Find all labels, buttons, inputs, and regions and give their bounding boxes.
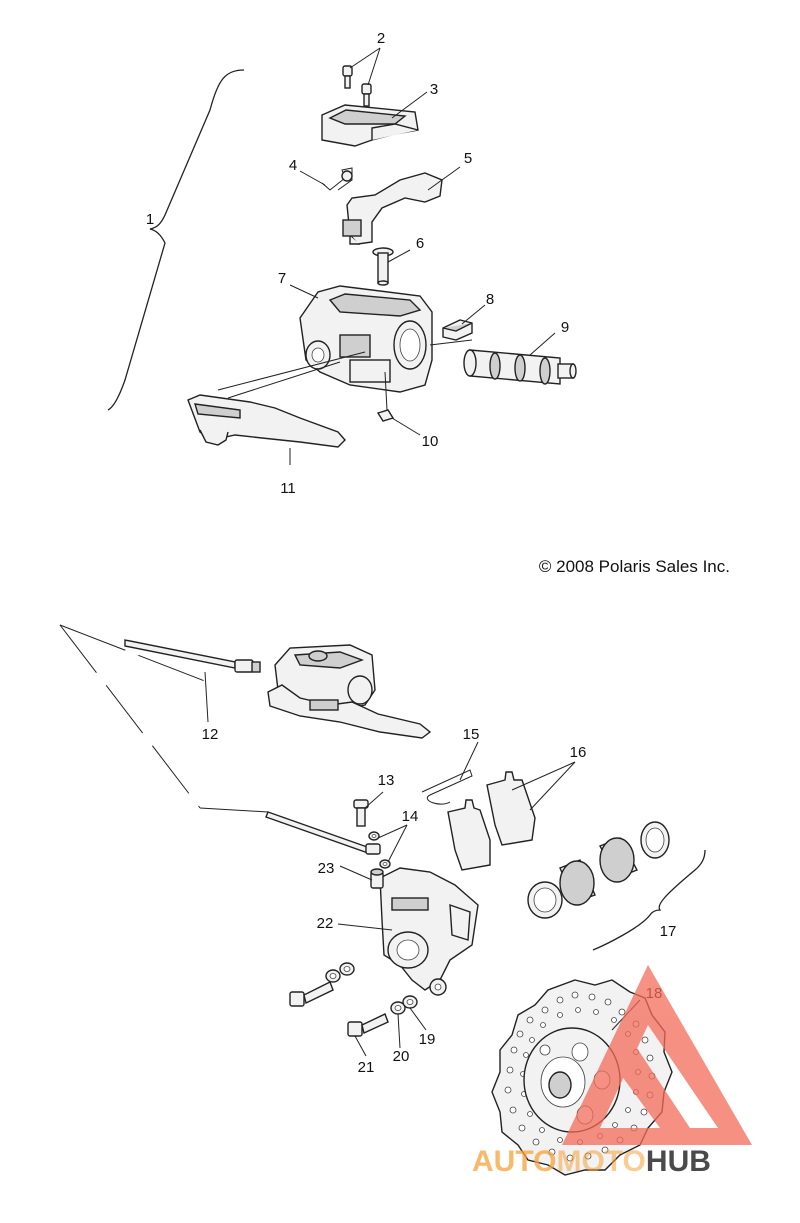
clip-part-10 [376, 409, 395, 422]
callout-8: 8 [486, 291, 494, 308]
lever-bracket-part-5 [342, 172, 443, 245]
master-cylinder-assembly [267, 644, 432, 739]
brake-pads-part-16 [447, 771, 536, 871]
caliper-pistons-part-17 [527, 821, 670, 919]
callout-22: 22 [317, 915, 334, 932]
brake-line-part-12 [124, 639, 261, 673]
callout-10: 10 [422, 433, 439, 450]
spring-part-4 [321, 167, 353, 191]
copyright-notice: © 2008 Polaris Sales Inc. [539, 557, 730, 576]
lower-leader-lines [204, 671, 641, 1057]
washer-part-19 [402, 995, 418, 1009]
callout-5: 5 [464, 150, 472, 167]
washers-part-14 [368, 831, 391, 869]
watermark-triangle-icon [562, 965, 752, 1145]
watermark-hub: HUB [646, 1145, 711, 1178]
callout-6: 6 [416, 235, 424, 252]
banjo-bolt-part-13 [353, 799, 369, 827]
callout-7: 7 [278, 270, 286, 287]
callout-4: 4 [289, 157, 297, 174]
brake-lever-part-11 [187, 394, 346, 448]
pad-spring-part-15 [421, 769, 473, 805]
watermark-logo [562, 965, 752, 1145]
callout-17: 17 [660, 923, 677, 940]
reservoir-cover-part-3 [321, 104, 419, 147]
watermark-auto: AUTO [472, 1145, 556, 1178]
callout-13: 13 [378, 772, 395, 789]
piston-part-9 [463, 349, 577, 385]
bleeder-part-23 [370, 868, 384, 889]
upper-leader-lines [217, 47, 556, 465]
callout-12: 12 [202, 726, 219, 743]
callout-19: 19 [419, 1031, 436, 1048]
washer-part-20 [390, 1001, 406, 1015]
master-cylinder-body-part-7 [299, 285, 433, 393]
callout-2: 2 [377, 30, 385, 47]
brake-hose-lower [265, 811, 381, 855]
callout-20: 20 [393, 1048, 410, 1065]
screw-part-2 [342, 65, 372, 107]
mounting-bolt-lower-part-21 [347, 1013, 389, 1037]
callout-11: 11 [280, 480, 296, 497]
switch-part-8 [442, 319, 473, 341]
watermark-inner-triangle-icon [610, 1030, 690, 1128]
watermark-moto: MOTO [556, 1145, 645, 1178]
assembly-bracket [107, 69, 245, 411]
callout-14: 14 [402, 808, 419, 825]
watermark-text: AUTOMOTOHUB [472, 1145, 711, 1178]
mounting-bolt-upper [289, 962, 355, 1007]
callout-21: 21 [358, 1059, 375, 1076]
callout-9: 9 [561, 319, 569, 336]
callout-15: 15 [463, 726, 480, 743]
callout-16: 16 [570, 744, 587, 761]
callout-1: 1 [146, 211, 154, 228]
pistons-bracket [592, 849, 706, 951]
phantom-lines [59, 624, 269, 813]
callout-23: 23 [318, 860, 335, 877]
caliper-body-part-22 [379, 867, 479, 996]
callout-3: 3 [430, 81, 438, 98]
pin-part-6 [372, 247, 394, 286]
